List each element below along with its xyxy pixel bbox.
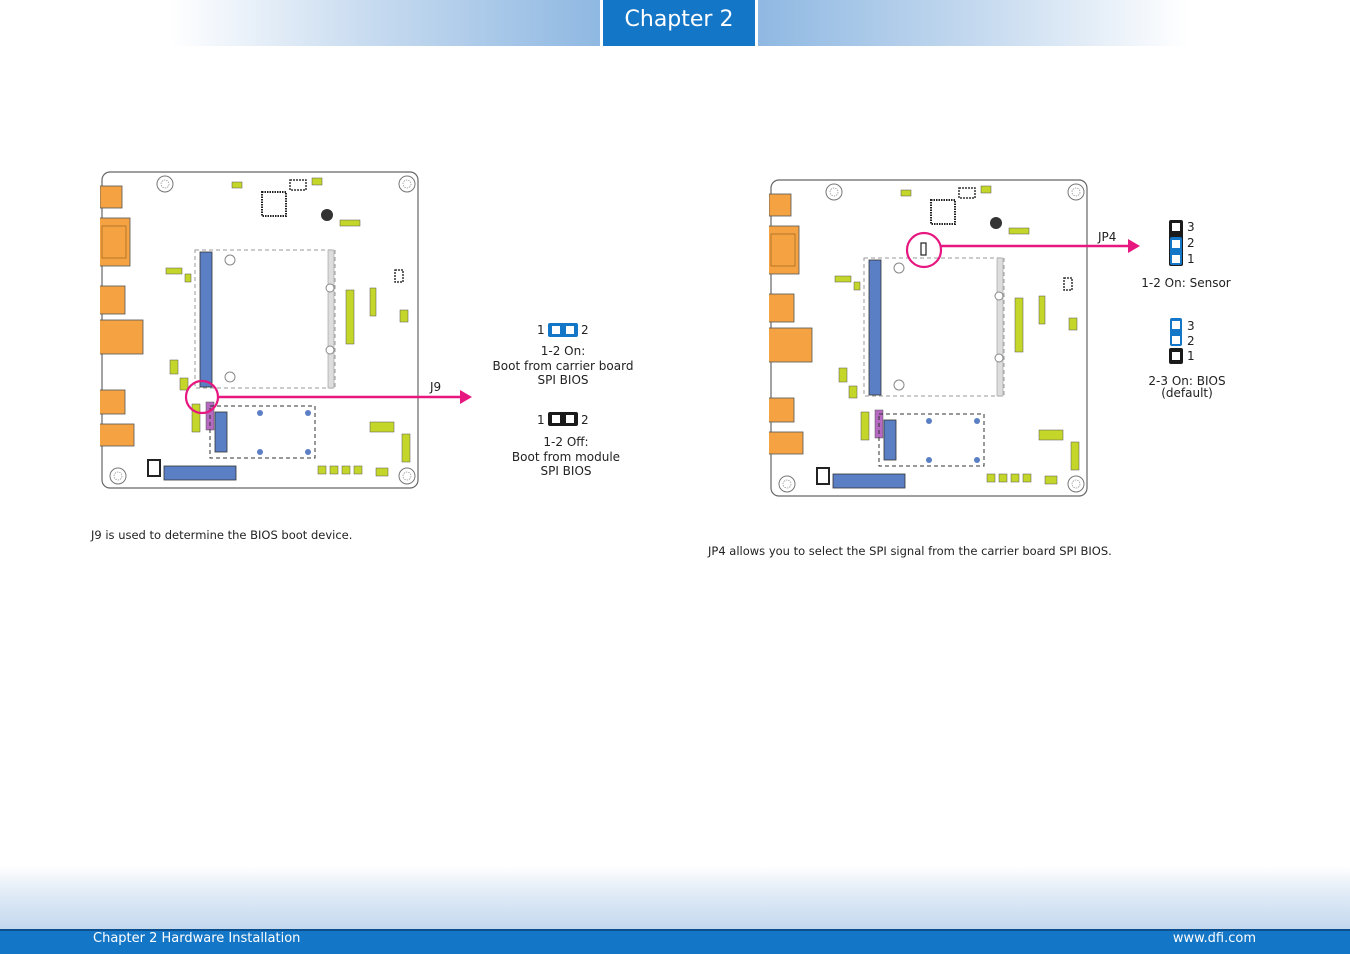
chapter-tab: Chapter 2 <box>603 0 755 46</box>
jp4-header <box>920 242 927 256</box>
j9-on-state: 1-2 On: <box>541 344 586 358</box>
j9-off-line1: Boot from module <box>512 450 620 464</box>
j9-on-pin-right <box>566 326 574 334</box>
jp4-sensor-pin3 <box>1172 223 1180 231</box>
j9-on-line1: Boot from carrier board <box>493 359 634 373</box>
right-board-diagram: JP4 3 2 1 1-2 On: Sensor 3 2 1 2-3 On: B… <box>763 180 1231 496</box>
jp4-bios-pin3-label: 3 <box>1187 319 1195 333</box>
jp4-description: JP4 allows you to select the SPI signal … <box>708 544 1112 558</box>
jp4-sensor-pin2-shape <box>1172 240 1180 248</box>
j9-on-line2: SPI BIOS <box>537 373 588 387</box>
header-gradient-right <box>758 0 1188 46</box>
j9-description: J9 is used to determine the BIOS boot de… <box>91 528 353 542</box>
jp4-bios-pin3-shape <box>1172 321 1180 329</box>
footer-website-link[interactable]: www.dfi.com <box>1172 931 1256 946</box>
jp4-arrowhead <box>1128 239 1140 253</box>
j9-off-pin2: 2 <box>581 413 589 427</box>
j9-off-line2: SPI BIOS <box>540 464 591 478</box>
jp4-label: JP4 <box>1097 230 1116 244</box>
j9-off-pin1: 1 <box>537 413 545 427</box>
jp4-sensor-caption: 1-2 On: Sensor <box>1141 276 1231 290</box>
j9-arrowhead <box>460 390 472 404</box>
j9-label: J9 <box>429 380 441 394</box>
jp4-sensor-pin1-label: 1 <box>1187 252 1195 266</box>
header-gradient-left <box>170 0 600 46</box>
left-board-diagram: J9 1 2 1-2 On: Boot from carrier board S… <box>94 172 633 488</box>
j9-on-pin-left <box>552 326 560 334</box>
j9-on-pin2: 2 <box>581 323 589 337</box>
jp4-sensor-pin1-shape <box>1172 255 1180 263</box>
footer-bar <box>0 929 1350 954</box>
j9-on-pin1: 1 <box>537 323 545 337</box>
jp4-sensor-pin2-label: 2 <box>1187 236 1195 250</box>
jp4-bios-pin1-label: 1 <box>1187 349 1195 363</box>
jp4-bios-caption-line2: (default) <box>1161 386 1213 400</box>
jp4-bios-pin2-label: 2 <box>1187 334 1195 348</box>
jp4-highlight-circle <box>905 231 943 269</box>
jp4-sensor-pin3-label: 3 <box>1187 220 1195 234</box>
j9-off-pin-left <box>552 415 560 423</box>
jp4-bios-pin1-shape <box>1172 352 1180 360</box>
jp4-bios-pin2-shape <box>1172 336 1180 344</box>
j9-off-state: 1-2 Off: <box>543 435 588 449</box>
footer-gradient <box>0 866 1350 930</box>
j9-off-pin-right <box>566 415 574 423</box>
jp4-bios-caption-line1: 2-3 On: BIOS <box>1148 374 1225 388</box>
footer-chapter-title: Chapter 2 Hardware Installation <box>93 931 301 946</box>
